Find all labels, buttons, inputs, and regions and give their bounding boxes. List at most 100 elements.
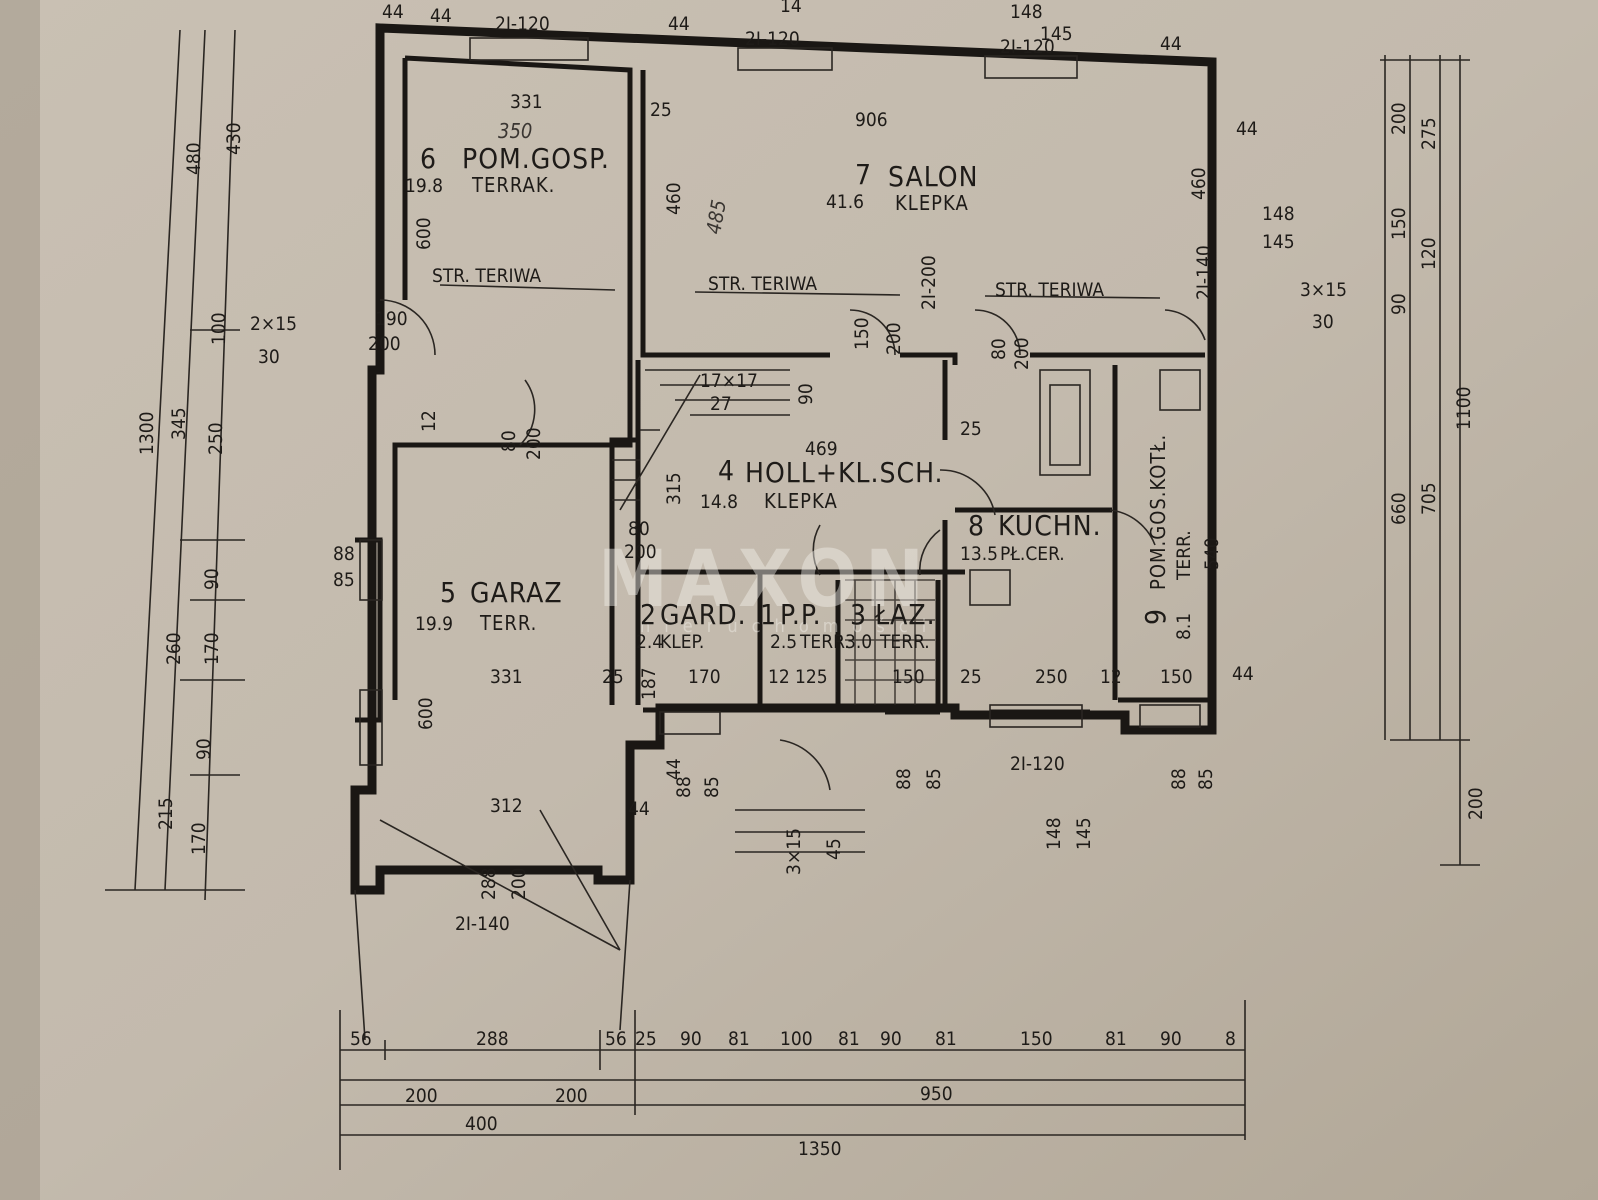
dimension: 331 <box>490 666 523 688</box>
dimension: 200 <box>1388 102 1410 135</box>
watermark-logo: MAXON nieruchomości <box>598 535 926 637</box>
dimension: 170 <box>688 666 721 688</box>
dimension: 90 <box>201 568 223 590</box>
dimension: 2I-140 <box>455 913 510 935</box>
room-area: 41.6 <box>826 191 864 213</box>
room-number: 6 <box>420 142 437 175</box>
dimension: 150 <box>892 666 925 688</box>
dimension: 250 <box>205 422 227 455</box>
dimension: 12 <box>418 410 440 432</box>
room-name: GARD. <box>660 598 747 631</box>
dimension: 200 <box>624 541 657 563</box>
dimension: 1350 <box>798 1138 842 1160</box>
dimension: 81 <box>838 1028 860 1050</box>
dimension: 187 <box>638 667 660 700</box>
dimension: 705 <box>1418 482 1440 515</box>
dimension: 145 <box>1262 231 1295 253</box>
handwritten-note: 350 <box>498 119 532 143</box>
dimension: 90 <box>880 1028 902 1050</box>
dimension: 200 <box>508 867 530 900</box>
dimension: 12 <box>1100 666 1122 688</box>
room-area: 13.5 <box>960 543 998 565</box>
dimension: 460 <box>1188 167 1210 200</box>
dimension: 44 <box>1160 33 1182 55</box>
room-area: 19.8 <box>405 175 443 197</box>
ceiling-note: STR. TERIWA <box>995 279 1104 301</box>
dimension: 85 <box>333 569 355 591</box>
dimension: 3×15 <box>783 828 805 875</box>
dimension: 1300 <box>136 412 158 456</box>
room-number: 7 <box>855 158 872 191</box>
kitchen-fittings <box>969 369 1201 606</box>
dimension: 200 <box>1011 337 1033 370</box>
dimension: 250 <box>1035 666 1068 688</box>
dimension: 660 <box>1388 492 1410 525</box>
dimension: 600 <box>415 697 437 730</box>
dimension: 44 <box>668 13 690 35</box>
dimension: 81 <box>728 1028 750 1050</box>
dimension: 200 <box>555 1085 588 1107</box>
room-number: 4 <box>718 454 735 487</box>
dimension: 44 <box>430 5 452 27</box>
dimension: 30 <box>258 346 280 368</box>
dimension: 56 <box>605 1028 627 1050</box>
room-floor: TERR. <box>479 611 537 635</box>
dimension: 44 <box>663 758 685 780</box>
dimension: 215 <box>155 797 177 830</box>
windows <box>359 37 1201 766</box>
room-floor: PŁ.CER. <box>1000 543 1065 565</box>
dimension: 2I-120 <box>745 28 800 50</box>
dimension: 81 <box>935 1028 957 1050</box>
dimension: 200 <box>523 427 545 460</box>
dimension: 44 <box>1236 118 1258 140</box>
dimension: 275 <box>1418 117 1440 150</box>
dimension: 200 <box>883 322 905 355</box>
dimension: 45 <box>823 838 845 860</box>
dimension: 90 <box>1388 293 1410 315</box>
room-number: 5 <box>440 576 457 609</box>
dimension: 30 <box>1312 311 1334 333</box>
room-floor: TERR. <box>879 631 930 653</box>
dimension: 150 <box>1160 666 1193 688</box>
dimension: 85 <box>701 776 723 798</box>
dimension: 17×17 <box>700 370 758 392</box>
dimension: 190 <box>375 308 408 330</box>
dimension: 950 <box>920 1083 953 1105</box>
room-floor: TERR. <box>799 631 850 653</box>
dimension: 145 <box>1073 817 1095 850</box>
dimension: 200 <box>368 333 401 355</box>
room-number: 8 <box>968 509 985 542</box>
dimension: 56 <box>350 1028 372 1050</box>
dimension: 88 <box>1168 768 1190 790</box>
dimension: 25 <box>960 666 982 688</box>
dimension: 8 <box>1225 1028 1236 1050</box>
dimension: 148 <box>1010 1 1043 23</box>
dimension: 88 <box>673 776 695 798</box>
room-floor: KLEPKA <box>764 489 838 513</box>
dimension: 90 <box>193 738 215 760</box>
dimension: 430 <box>223 122 245 155</box>
dimension: 88 <box>893 768 915 790</box>
room-area: 8.1 <box>1173 613 1195 640</box>
room-name: ŁAZ. <box>874 598 936 631</box>
dimension: 150 <box>1020 1028 1053 1050</box>
room-number: 2 <box>640 598 657 631</box>
dimension: 85 <box>923 768 945 790</box>
ceiling-note: STR. TERIWA <box>432 265 541 287</box>
dimension: 14 <box>780 0 802 17</box>
room-name: GARAZ <box>470 576 563 609</box>
room-name: POM.GOSP. <box>462 142 610 175</box>
dimension: 2I-140 <box>1193 245 1215 300</box>
dimension: 2I-200 <box>918 255 940 310</box>
room-number: 9 <box>1139 608 1172 625</box>
dimension: 25 <box>960 418 982 440</box>
dimension: 80 <box>628 518 650 540</box>
dimension: 1100 <box>1453 387 1475 431</box>
dimension: 150 <box>1388 207 1410 240</box>
room-name: KUCHN. <box>998 509 1102 542</box>
bathroom-tiles <box>845 579 935 705</box>
stairs <box>612 369 790 511</box>
dimension: 150 <box>851 317 873 350</box>
dimension: 100 <box>208 312 230 345</box>
